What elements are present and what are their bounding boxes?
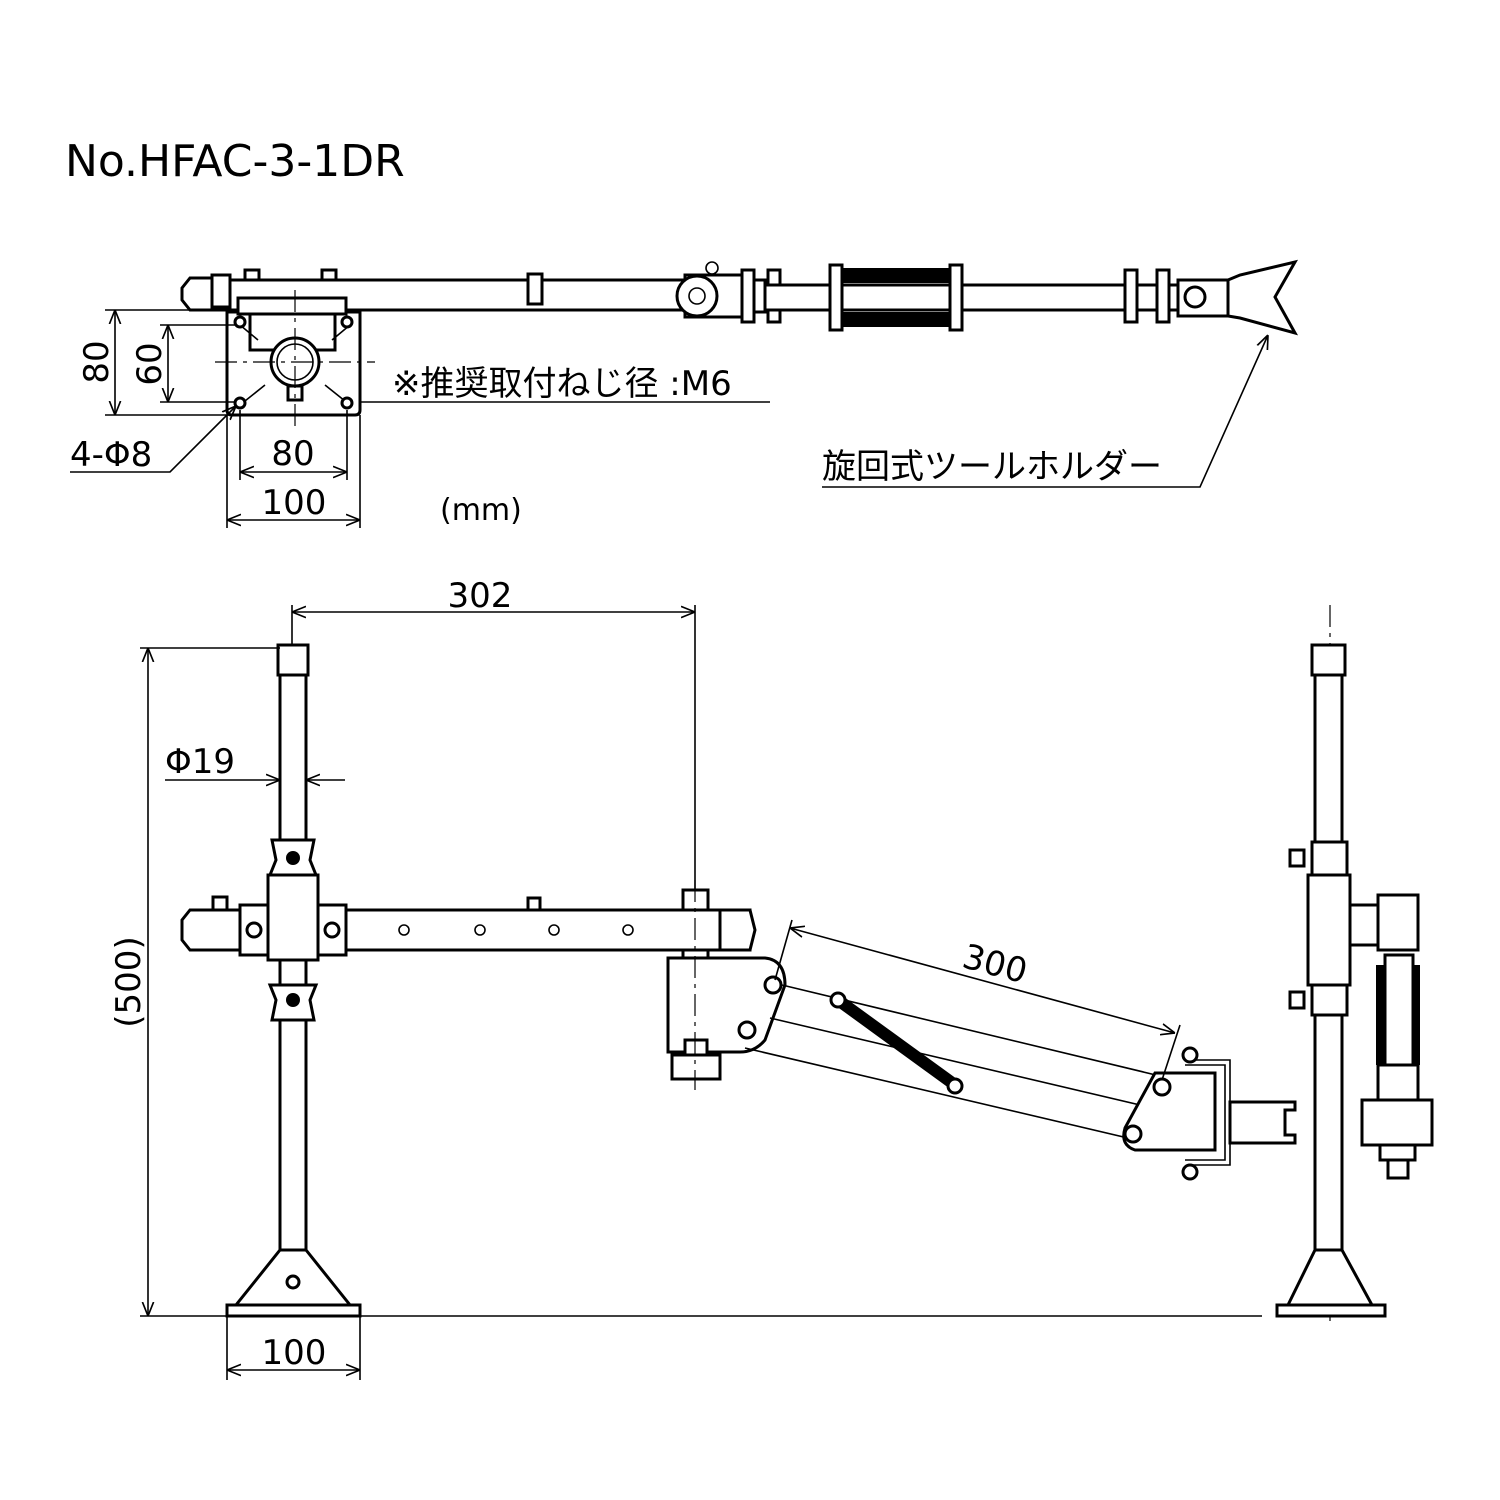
pole-cap bbox=[276, 643, 310, 677]
pole-cap bbox=[1310, 643, 1347, 677]
bolt bbox=[243, 268, 261, 282]
tool-holder-label: 旋回式ツールホルダー bbox=[822, 447, 1162, 487]
bolt-pair bbox=[740, 268, 756, 324]
mount-hole bbox=[340, 315, 354, 329]
spring bbox=[835, 312, 960, 327]
base-flare bbox=[1285, 1248, 1375, 1307]
top-view bbox=[180, 259, 1299, 430]
cross-clamp bbox=[1306, 873, 1352, 987]
bolt-pair bbox=[1123, 268, 1139, 324]
bolt-pair bbox=[1155, 268, 1171, 324]
dim-width-inner: 80 bbox=[271, 434, 314, 474]
dim-arm-length: 300 bbox=[958, 937, 1031, 992]
dim-pole-diameter: Φ19 bbox=[165, 742, 235, 782]
hole-spec: 4-Φ8 bbox=[70, 435, 152, 475]
tool-holder bbox=[1360, 1098, 1434, 1147]
screw-note: ※推奨取付ねじ径 :M6 bbox=[392, 364, 732, 404]
clamp bbox=[210, 273, 232, 309]
top-view-dimensions: 80 60 4-Φ8 80 100 (mm) ※推奨取付ねじ径 :M6 旋回式ツ… bbox=[70, 309, 1268, 528]
dim-height: (500) bbox=[109, 936, 149, 1027]
mount-block bbox=[236, 296, 348, 316]
arm-end-cap bbox=[180, 908, 242, 952]
mount-hole bbox=[340, 396, 354, 410]
dim-height-inner: 60 bbox=[130, 342, 170, 385]
base-plate bbox=[225, 1303, 362, 1318]
second-arm bbox=[763, 283, 1182, 312]
tool-holder-fork bbox=[1226, 259, 1299, 336]
front-view bbox=[180, 643, 1297, 1318]
dim-base-width: 100 bbox=[262, 1333, 327, 1373]
cross-clamp bbox=[266, 873, 320, 962]
drawing-title: No.HFAC-3-1DR bbox=[65, 136, 405, 187]
clamp bbox=[526, 272, 544, 306]
swivel-joint bbox=[675, 274, 719, 318]
front-view-dimensions: 302 (500) Φ19 300 100 bbox=[109, 576, 1262, 1380]
base-plate bbox=[1275, 1303, 1387, 1318]
swivel-block bbox=[1376, 893, 1420, 952]
mount-hole bbox=[233, 315, 247, 329]
unit-label: (mm) bbox=[440, 493, 522, 528]
tool-holder-fork bbox=[1228, 1100, 1297, 1145]
end-plate bbox=[1122, 1071, 1217, 1152]
bolt bbox=[320, 268, 338, 282]
dim-height-outer: 80 bbox=[77, 340, 117, 383]
pivot-hub bbox=[666, 956, 787, 1054]
side-view bbox=[1275, 605, 1434, 1325]
spring bbox=[835, 268, 960, 283]
dim-reach: 302 bbox=[448, 576, 513, 616]
dim-width-outer: 100 bbox=[262, 483, 327, 523]
pole bbox=[278, 673, 308, 1252]
